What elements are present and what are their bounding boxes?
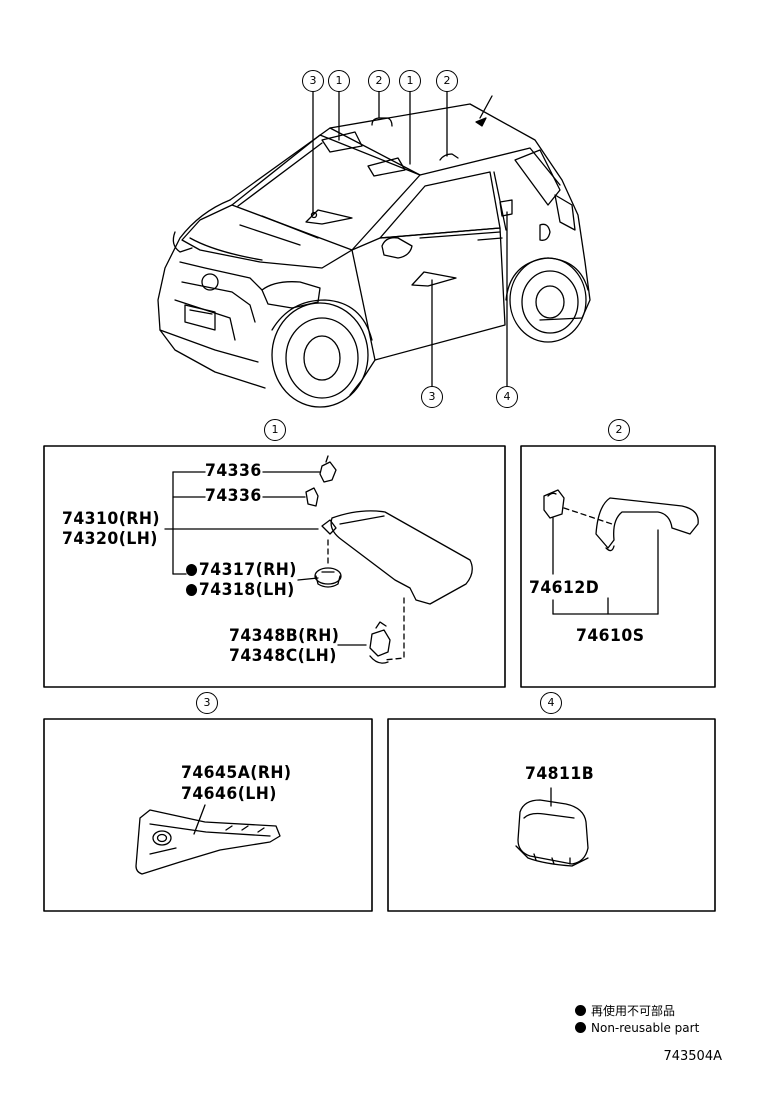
part-74348b-rh[interactable]: 74348B(RH) — [229, 626, 340, 646]
panel-3-drawing — [135, 804, 281, 875]
callout-4-bottom[interactable]: 4 — [496, 386, 518, 408]
panel-3-frame — [43, 718, 373, 912]
panel-1-frame — [43, 445, 506, 688]
panel-4-frame — [387, 718, 716, 912]
part-74348c-lh[interactable]: 74348C(LH) — [229, 646, 337, 666]
part-74612d[interactable]: 74612D — [529, 578, 600, 598]
callout-3-top[interactable]: 3 — [302, 70, 324, 92]
callout-1-top[interactable]: 1 — [328, 70, 350, 92]
car-illustration — [157, 89, 591, 408]
panel-4-callout: 4 — [540, 692, 562, 714]
callout-2-top[interactable]: 2 — [368, 70, 390, 92]
legend-jp: 再使用不可部品 — [575, 1002, 675, 1019]
part-74610s[interactable]: 74610S — [576, 626, 645, 646]
part-74811b[interactable]: 74811B — [525, 764, 595, 784]
part-74318-lh[interactable]: 74318(LH) — [186, 580, 295, 600]
panel-4-drawing — [515, 787, 589, 867]
panel-2-frame — [520, 445, 716, 688]
part-74336-a[interactable]: 74336 — [205, 461, 262, 481]
part-74646-lh[interactable]: 74646(LH) — [181, 784, 277, 804]
callout-3-bottom[interactable]: 3 — [421, 386, 443, 408]
legend-en: Non-reusable part — [575, 1021, 699, 1035]
part-74317-rh[interactable]: 74317(RH) — [186, 560, 297, 580]
non-reusable-dot — [186, 564, 198, 576]
part-74310-rh[interactable]: 74310(RH) — [62, 509, 160, 529]
callout-1-top-b[interactable]: 1 — [399, 70, 421, 92]
panel-2-drawing — [543, 489, 699, 615]
part-74336-b[interactable]: 74336 — [205, 486, 262, 506]
legend-dot — [575, 1005, 586, 1016]
part-74320-lh[interactable]: 74320(LH) — [62, 529, 158, 549]
non-reusable-dot — [186, 584, 198, 596]
panel-1-drawing — [164, 455, 473, 664]
panel-1-callout: 1 — [264, 419, 286, 441]
drawing-code: 743504A — [663, 1049, 722, 1064]
panel-3-callout: 3 — [196, 692, 218, 714]
legend-dot — [575, 1022, 586, 1033]
part-74645a-rh[interactable]: 74645A(RH) — [181, 763, 292, 783]
panel-2-callout: 2 — [608, 419, 630, 441]
callout-2-top-b[interactable]: 2 — [436, 70, 458, 92]
